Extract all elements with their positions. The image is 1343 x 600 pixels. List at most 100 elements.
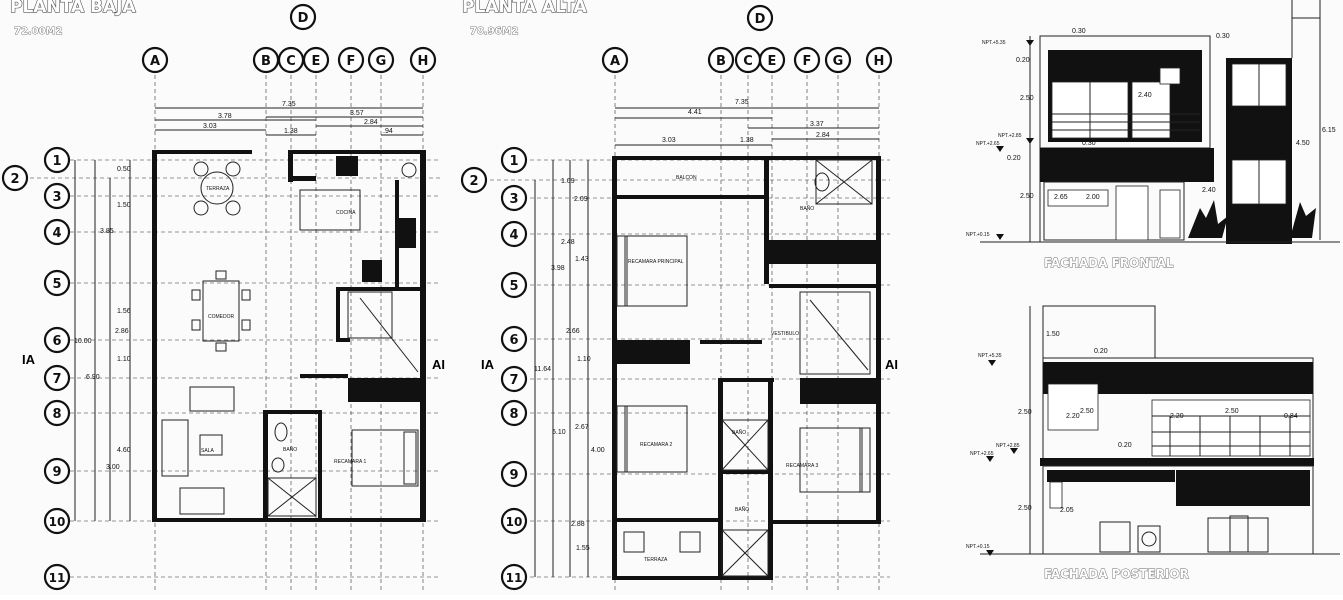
dim-label: 2.86 — [115, 328, 129, 335]
room-label: BAÑO — [283, 446, 297, 453]
axis-label: 6 — [509, 333, 518, 348]
ground-floor-area: 72.00M2 — [14, 26, 63, 37]
ground-column-axes: A B C E F G H D — [141, 3, 437, 74]
axis-label: 9 — [509, 468, 518, 483]
ground-room-labels: TERRAZA COCINA COMEDOR SALA BAÑO RECAMAR… — [201, 186, 366, 465]
axis-label: 3 — [52, 190, 61, 205]
ground-floor-plan: PLANTA BAJA 72.00M2 A — [1, 0, 445, 591]
dim-label: 2.50 — [1080, 408, 1094, 415]
dim-label: 1.10 — [577, 356, 591, 363]
axis-bubble — [141, 46, 169, 74]
dim-label: 6.15 — [1322, 127, 1336, 134]
axis-label: 10 — [506, 515, 523, 529]
axis-label: 4 — [52, 226, 61, 241]
axis-label: 11 — [506, 571, 523, 585]
upper-floor-plan: PLANTA ALTA 78.96M2 A B — [460, 0, 898, 591]
room-label: TERRAZA — [206, 186, 230, 192]
dim-label: 3.98 — [551, 265, 565, 272]
dim-label: 2.09 — [574, 196, 588, 203]
axis-label: E — [768, 54, 777, 69]
axis-label: B — [716, 54, 726, 69]
level-label: NPT.+5.35 — [978, 353, 1002, 359]
level-label: NPT.+0.15 — [966, 232, 990, 238]
room-label: TERRAZA — [644, 557, 668, 563]
dim-label: 0.84 — [1284, 413, 1298, 420]
axis-label: 6 — [52, 334, 61, 349]
dim-label: 5.10 — [552, 429, 566, 436]
dim-label: 0.20 — [1016, 57, 1030, 64]
dim-label: 0.20 — [1118, 442, 1132, 449]
rear-elevation: 1.50 0.20 2.50 2.20 2.50 2.20 2.50 0.84 … — [966, 305, 1340, 581]
axis-label: H — [418, 54, 429, 69]
level-label: NPT.+2.85 — [996, 443, 1020, 449]
dim-label: 2.50 — [1018, 409, 1032, 416]
axis-label: B — [261, 54, 271, 69]
dim-label: 0.30 — [1082, 140, 1096, 147]
axis-label: A — [610, 54, 620, 69]
dim-label: 1.50 — [117, 202, 131, 209]
axis-label: C — [286, 54, 296, 69]
axis-label: 2 — [10, 172, 19, 187]
dim-label: 1.38 — [740, 137, 754, 144]
dim-label: 0.20 — [1094, 348, 1108, 355]
dim-label: 2.50 — [1020, 95, 1034, 102]
section-marker-left: IA — [22, 352, 36, 367]
dim-label: 4.50 — [1296, 140, 1310, 147]
dim-label: 3.00 — [106, 464, 120, 471]
rear-elevation-title: FACHADA POSTERIOR — [1044, 567, 1189, 581]
axis-label: G — [376, 54, 387, 69]
dim-label: 0.30 — [1072, 28, 1086, 35]
dim-label: 2.50 — [1225, 408, 1239, 415]
front-elevation-title: FACHADA FRONTAL — [1044, 256, 1174, 270]
front-elevation: 0.30 0.30 0.20 2.50 2.40 6.15 4.50 0.20 … — [966, 0, 1340, 270]
dim-label: 2.48 — [561, 239, 575, 246]
room-label: COCINA — [336, 210, 356, 216]
ground-row-axes: 1 2 3 4 5 6 7 8 9 10 11 — [1, 146, 71, 591]
upper-room-labels: BALCON RECAMARA PRINCIPAL BAÑO VESTIDOR … — [628, 175, 818, 563]
dim-label: 0.50 — [117, 166, 131, 173]
dim-label: 3.57 — [350, 110, 364, 117]
section-marker-right: AI — [432, 357, 445, 372]
dim-label: 3.78 — [218, 113, 232, 120]
axis-label: E — [312, 54, 321, 69]
ground-left-dimensions: 0.50 1.50 3.85 1.56 2.86 10.00 1.10 6.90… — [74, 160, 131, 521]
dim-label: 2.00 — [1086, 194, 1100, 201]
dim-label: 2.50 — [1018, 505, 1032, 512]
level-label: NPT.+5.35 — [982, 40, 1006, 46]
room-label: RECAMARA PRINCIPAL — [628, 259, 684, 265]
ground-top-dimensions: 7.35 3.78 3.57 3.03 1.38 2.84 .94 — [155, 101, 423, 136]
axis-label: D — [298, 11, 309, 26]
level-label: NPT.+0.15 — [966, 544, 990, 550]
axis-label: 2 — [469, 174, 478, 189]
dim-label: 1.09 — [561, 178, 575, 185]
axis-label: 5 — [52, 277, 61, 292]
axis-label: 1 — [52, 154, 61, 169]
dim-label: 3.03 — [203, 123, 217, 130]
dim-label: 1.56 — [117, 308, 131, 315]
room-label: RECAMARA 3 — [786, 463, 818, 469]
axis-label: 7 — [509, 373, 518, 388]
dim-label: 7.35 — [735, 99, 749, 106]
section-marker-right: AI — [885, 357, 898, 372]
dim-label: 0.20 — [1007, 155, 1021, 162]
room-label: COMEDOR — [208, 314, 235, 320]
axis-label: C — [743, 54, 753, 69]
axis-label: F — [803, 54, 812, 69]
axis-label: 4 — [509, 228, 518, 243]
dim-label: 2.84 — [816, 132, 830, 139]
upper-floor-area: 78.96M2 — [470, 26, 519, 37]
dim-label: 6.90 — [86, 374, 100, 381]
dim-label: 2.84 — [364, 119, 378, 126]
axis-label: 7 — [52, 372, 61, 387]
dim-label: 2.67 — [575, 424, 589, 431]
dim-label: 2.50 — [1020, 193, 1034, 200]
room-label: RECAMARA 1 — [334, 459, 366, 465]
axis-label: 8 — [52, 407, 61, 422]
dim-label: 7.35 — [282, 101, 296, 108]
upper-grid-lines — [490, 75, 890, 590]
dim-label: 2.05 — [1060, 507, 1074, 514]
axis-label: G — [833, 54, 844, 69]
upper-row-axes: 1 2 3 4 5 6 7 8 9 10 11 — [460, 146, 528, 591]
dim-label: 1.10 — [117, 356, 131, 363]
